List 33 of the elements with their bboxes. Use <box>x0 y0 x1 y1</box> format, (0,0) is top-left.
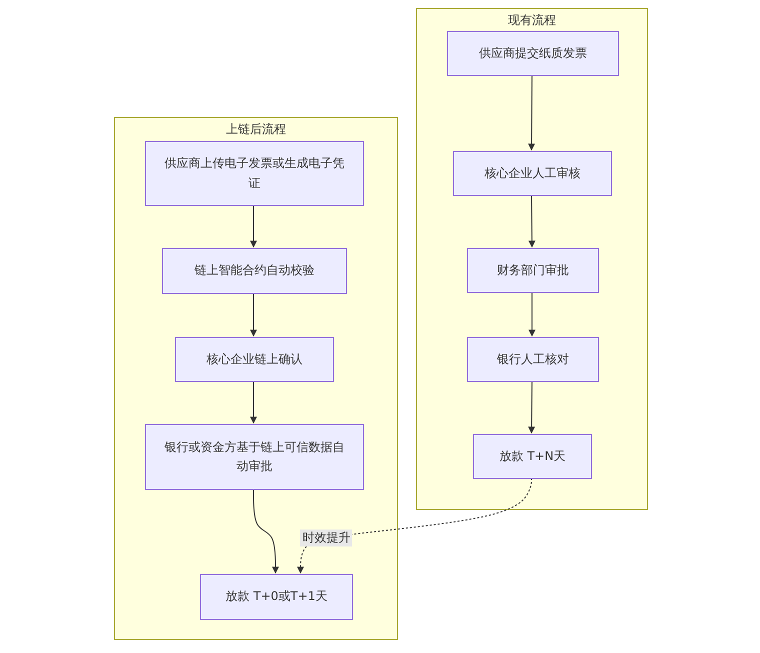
process-box <box>467 248 599 293</box>
process-box <box>145 424 364 490</box>
step-label: 放款 T+0或T+1天 <box>226 588 328 606</box>
arrow <box>528 74 536 151</box>
step-label: 核心企业链上确认 <box>206 350 302 368</box>
step-label: 银行人工核对 <box>497 350 569 368</box>
step-label: 银行或资金方基于链上可信数据自动审批 <box>164 438 346 475</box>
group-panel <box>114 117 398 640</box>
arrow <box>528 292 536 337</box>
process-box <box>453 151 612 196</box>
step-label: 供应商提交纸质发票 <box>479 44 587 62</box>
process-box <box>467 337 599 382</box>
step-label: 财务部门审批 <box>497 262 569 279</box>
step-label: 核心企业人工审核 <box>484 164 580 182</box>
process-box <box>162 248 347 294</box>
process-box <box>200 574 353 620</box>
arrow <box>253 488 279 574</box>
arrow <box>528 194 536 248</box>
edge-label: 时效提升 <box>300 530 352 547</box>
process-box <box>447 31 619 76</box>
step-label: 供应商上传电子发票或生成电子凭证 <box>164 155 346 192</box>
arrow <box>528 380 536 434</box>
process-box <box>473 434 592 479</box>
step-label: 链上智能合约自动校验 <box>194 262 314 280</box>
arrow <box>250 204 257 248</box>
process-box <box>145 141 364 206</box>
process-box <box>175 337 334 382</box>
arrow <box>250 292 257 337</box>
arrow <box>250 380 257 424</box>
group-title: 上链后流程 <box>226 121 286 138</box>
step-label: 放款 T+N天 <box>499 448 566 465</box>
group-panel <box>416 8 648 510</box>
group-title: 现有流程 <box>508 12 556 29</box>
